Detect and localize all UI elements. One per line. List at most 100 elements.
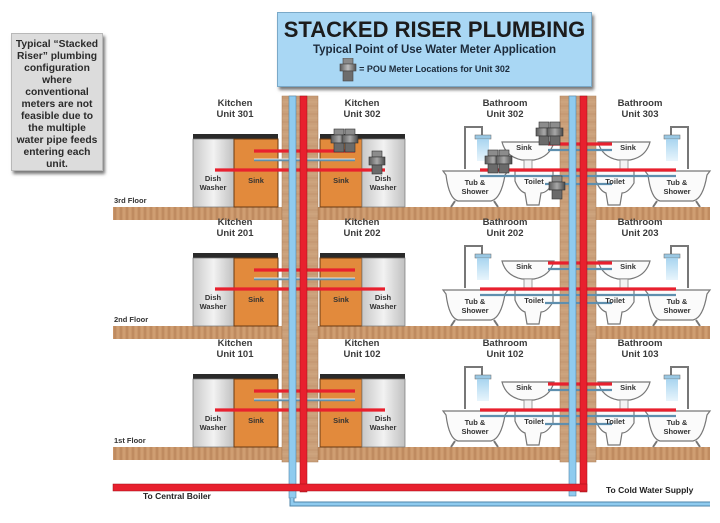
- bathtub: [643, 410, 712, 442]
- hot-water-riser: [579, 95, 588, 493]
- tub-label: Shower: [663, 187, 691, 196]
- dishwasher: [192, 138, 235, 208]
- kitchen-unit-label: Kitchen: [344, 98, 380, 109]
- bathroom-unit-number: Unit 103: [621, 349, 659, 360]
- dishwasher-label: Washer: [369, 183, 397, 192]
- shower-spray: [666, 139, 678, 161]
- toilet-label: Toilet: [605, 417, 625, 426]
- bathroom-riser-chase: [559, 95, 597, 463]
- toilet-label: Toilet: [524, 296, 544, 305]
- sink-label: Sink: [516, 262, 532, 271]
- dishwasher-label: Washer: [369, 423, 397, 432]
- tub-label: Tub &: [666, 297, 688, 306]
- shower-spray: [477, 139, 489, 161]
- kitchen-unit-number: Unit 101: [216, 349, 254, 360]
- tub-label: Shower: [663, 427, 691, 436]
- cold-water-main-fill: [290, 498, 710, 506]
- bathtub: [441, 410, 510, 442]
- sink-label: Sink: [333, 416, 349, 425]
- shower-head: [663, 253, 681, 259]
- floor-label: 2nd Floor: [114, 315, 149, 324]
- pou-meter-icon: [368, 150, 386, 175]
- toilet: [595, 289, 635, 325]
- dishwasher-label: Dish: [374, 174, 392, 183]
- pou-meter-icon: [484, 149, 513, 174]
- sink-cabinet: [233, 138, 279, 208]
- tub-label: Tub &: [666, 418, 688, 427]
- countertop: [320, 253, 405, 258]
- title-banner: STACKED RISER PLUMBING Typical Point of …: [277, 12, 592, 87]
- bathroom-unit-number: Unit 202: [486, 228, 524, 239]
- countertop: [320, 374, 405, 379]
- kitchen-unit-label: Kitchen: [217, 217, 253, 228]
- countertop: [320, 134, 405, 139]
- tub-feet: [450, 319, 499, 327]
- bathroom-unit-number: Unit 303: [621, 109, 659, 120]
- sink-label: Sink: [248, 416, 264, 425]
- bathroom-unit-label: Bathroom: [617, 338, 663, 349]
- tub-label: Shower: [461, 427, 489, 436]
- tub-feet: [652, 319, 701, 327]
- bathtub: [643, 170, 712, 202]
- countertop: [193, 253, 278, 258]
- tub-label: Shower: [461, 187, 489, 196]
- toilet: [514, 289, 554, 325]
- kitchen-unit-number: Unit 301: [216, 109, 254, 120]
- sink-label: Sink: [333, 295, 349, 304]
- dishwasher-label: Dish: [204, 174, 222, 183]
- toilet: [595, 410, 635, 446]
- dishwasher: [361, 257, 406, 327]
- pou-meter-icon: [548, 175, 566, 200]
- dishwasher-label: Dish: [374, 293, 392, 302]
- kitchen-unit-label: Kitchen: [217, 338, 253, 349]
- meter-legend-text: = POU Meter Locations for Unit 302: [359, 64, 510, 74]
- dishwasher: [192, 257, 235, 327]
- tub-feet: [450, 200, 499, 208]
- diagram-title: STACKED RISER PLUMBING: [283, 17, 586, 42]
- shower-pipe: [670, 126, 689, 169]
- toilet: [595, 170, 635, 206]
- sink-label: Sink: [620, 143, 636, 152]
- hot-water-main: [112, 483, 588, 492]
- bathroom-unit-label: Bathroom: [617, 98, 663, 109]
- sink-cabinet: [319, 378, 363, 448]
- shower-pipe: [464, 126, 483, 169]
- dishwasher-label: Dish: [204, 414, 222, 423]
- bathtub: [441, 289, 510, 321]
- dishwasher: [361, 378, 406, 448]
- shower-pipe: [670, 245, 689, 288]
- shower-spray: [666, 258, 678, 280]
- toilet: [514, 410, 554, 446]
- dishwasher-label: Washer: [199, 302, 227, 311]
- sink-cabinet: [233, 257, 279, 327]
- tub-label: Tub &: [464, 418, 486, 427]
- tub-label: Shower: [461, 306, 489, 315]
- pou-meter-icon: [339, 58, 357, 82]
- shower-spray: [477, 379, 489, 401]
- tub-feet: [652, 440, 701, 448]
- sink-label: Sink: [620, 262, 636, 271]
- kitchen-unit-number: Unit 302: [343, 109, 381, 120]
- floor-label: 1st Floor: [114, 436, 146, 445]
- sink-label: Sink: [620, 383, 636, 392]
- shower-spray: [666, 379, 678, 401]
- tub-feet: [652, 200, 701, 208]
- bathroom-unit-number: Unit 102: [486, 349, 524, 360]
- sink-label: Sink: [248, 295, 264, 304]
- shower-pipe: [670, 366, 689, 409]
- tub-label: Tub &: [666, 178, 688, 187]
- shower-pipe: [464, 366, 483, 409]
- bathroom-sink: [501, 260, 555, 280]
- tub-feet: [450, 440, 499, 448]
- floor-slab: [113, 447, 710, 460]
- shower-head: [663, 374, 681, 380]
- dishwasher-label: Washer: [199, 423, 227, 432]
- cold-supply-label: To Cold Water Supply: [606, 485, 694, 495]
- bathroom-unit-number: Unit 203: [621, 228, 659, 239]
- cold-water-riser: [288, 95, 297, 499]
- bathroom-unit-label: Bathroom: [482, 98, 528, 109]
- sink-cabinet: [233, 378, 279, 448]
- sink-label: Sink: [516, 143, 532, 152]
